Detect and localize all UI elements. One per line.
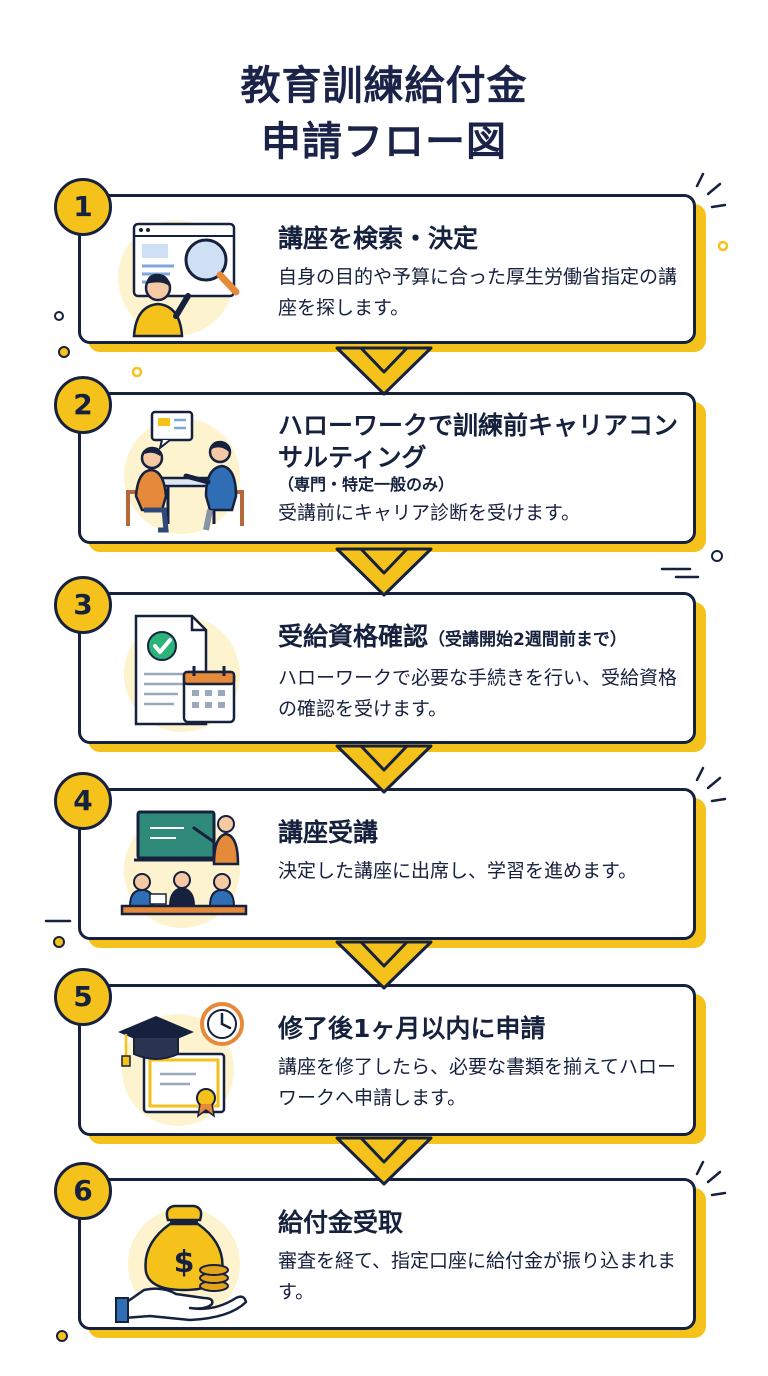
flow-arrow-down [335,547,433,597]
step-description: 受講前にキャリア診断を受けます。 [278,502,581,524]
magnifier-search-icon [118,220,240,338]
step-subtitle: （専門・特定一般のみ） [278,475,455,494]
step-number-badge: 4 [54,772,112,830]
graduation-certificate-clock-icon [118,1002,244,1126]
step-description: 決定した講座に出席し、学習を進めます。 [278,860,638,882]
flow-arrow-down [335,346,433,396]
money-bag-hand-icon: $ [115,1204,248,1323]
step-title: 受給資格確認（受講開始2週間前まで） [278,620,694,657]
step-number-badge: 2 [54,376,112,434]
page-title: 教育訓練給付金 申請フロー図 [0,58,768,170]
classroom-icon [120,810,248,928]
step-title: 給付金受取 [278,1208,404,1237]
step-title-note: （受講開始2週間前まで） [428,630,627,650]
flow-arrow-down [335,744,433,794]
step-title-main: 受給資格確認 [278,622,429,651]
step-number-badge: 6 [54,1162,112,1220]
document-check-calendar-icon [124,614,240,732]
step-number-badge: 1 [54,178,112,236]
flow-arrow-down [335,940,433,990]
step-description: ハローワークで必要な手続きを行い、受給資格の確認を受けます。 [278,667,678,720]
svg-text:$: $ [174,1245,195,1280]
step-title: 修了後1ヶ月以内に申請 [278,1014,546,1043]
flow-arrow-down [335,1136,433,1186]
step-description: 審査を経て、指定口座に給付金が振り込まれます。 [278,1250,677,1303]
title-line-1: 教育訓練給付金 [240,63,528,109]
step-title: 講座受講 [278,818,379,847]
step-number-badge: 3 [54,576,112,634]
consultation-icon [124,410,244,534]
step-title: ハローワークで訓練前キャリアコンサルティング [278,411,679,472]
step-title: 講座を検索・決定 [278,224,479,253]
step-description: 講座を修了したら、必要な書類を揃えてハローワークへ申請します。 [278,1056,677,1109]
step-description: 自身の目的や予算に合った厚生労働省指定の講座を探します。 [278,266,678,319]
title-line-2: 申請フロー図 [261,119,507,165]
step-number-badge: 5 [54,968,112,1026]
